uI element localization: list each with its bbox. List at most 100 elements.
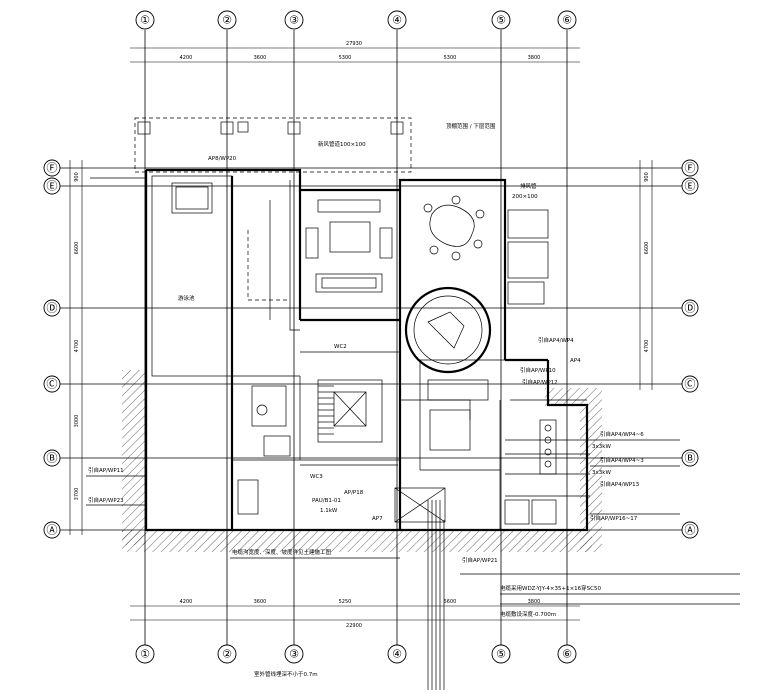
- dim-left-seg: 3000: [74, 415, 80, 428]
- svg-text:Ⓑ: Ⓑ: [47, 452, 58, 465]
- svg-text:②: ②: [222, 648, 232, 661]
- cable-route: [427, 500, 445, 690]
- svg-text:⑥: ⑥: [562, 14, 572, 27]
- column-markers: [137, 121, 404, 135]
- note-top-area: 顶棚范围 / 下层范围: [446, 122, 496, 130]
- svg-text:Ⓐ: Ⓐ: [47, 524, 58, 537]
- dim-left-seg: 900: [74, 172, 80, 182]
- interior-partitions: [230, 176, 587, 530]
- grid-bubble-right-E: Ⓔ: [681, 177, 699, 195]
- dim-right-seg: 6600: [644, 242, 650, 255]
- dim-bottom-seg: 5600: [444, 599, 457, 605]
- svg-text:Ⓓ: Ⓓ: [47, 302, 58, 315]
- note-bottom: 电缆沟宽度、深度、坡度详见土建施工图: [232, 548, 332, 556]
- svg-text:Ⓒ: Ⓒ: [47, 378, 58, 391]
- living-furniture: [305, 199, 393, 293]
- note-exhaust-top: 新风管道100×100: [318, 140, 366, 148]
- grid-bubble-left-A: Ⓐ: [43, 521, 61, 539]
- bottom-dimensions: 4200 3600 5250 5600 3800 22900: [130, 599, 580, 629]
- top-dimensions: 27930 4200 3600 5300 5300 3800: [130, 41, 580, 63]
- dim-bottom-seg: 3600: [254, 599, 267, 605]
- svg-text:⑤: ⑤: [496, 648, 506, 661]
- note-ap-label: AP4: [570, 358, 581, 364]
- note-ap-wp16: 引自AP/WP16~17: [590, 514, 638, 522]
- note-duct-200: 200×100: [512, 194, 538, 200]
- dim-top-total: 27930: [346, 41, 362, 47]
- dim-top-seg: 3600: [254, 55, 267, 61]
- dim-top-seg: 5300: [444, 55, 457, 61]
- left-grid-bubbles: Ⓕ Ⓔ Ⓓ Ⓒ Ⓑ Ⓐ: [43, 159, 61, 539]
- svg-text:②: ②: [222, 14, 232, 27]
- svg-text:③: ③: [289, 648, 299, 661]
- pool-inner: [171, 182, 213, 214]
- dim-top-seg: 4200: [180, 55, 193, 61]
- dining-area: [423, 195, 485, 261]
- grid-bubble-left-C: Ⓒ: [43, 375, 61, 393]
- stair-core: [317, 379, 383, 443]
- equipment-boxes: [394, 379, 557, 525]
- note-wc-tag: WC2: [334, 344, 347, 350]
- grid-bubble-top-4: ④: [387, 10, 407, 30]
- top-grid-bubbles: ① ② ③ ④ ⑤ ⑥: [135, 10, 577, 30]
- vertical-grid-lines: [144, 30, 568, 645]
- wiring-runs: [247, 180, 590, 497]
- grid-bubble-top-1: ①: [135, 10, 155, 30]
- dim-top-seg: 3800: [528, 55, 541, 61]
- dim-left-seg: 6600: [74, 242, 80, 255]
- svg-text:④: ④: [392, 648, 402, 661]
- note-ap4-wp4-6: 引自AP4/WP4~6: [600, 430, 644, 438]
- grid-bubble-left-E: Ⓔ: [43, 177, 61, 195]
- note-line-2: 电缆敷设深度-0.700m: [500, 610, 556, 618]
- grid-bubble-top-2: ②: [217, 10, 237, 30]
- svg-text:Ⓕ: Ⓕ: [685, 162, 696, 175]
- grid-bubble-top-3: ③: [284, 10, 304, 30]
- pool-room: [151, 175, 233, 377]
- dim-bottom-seg: 5250: [339, 599, 352, 605]
- note-ap-p21: 引自AP/WP21: [462, 556, 498, 564]
- annotations: 顶棚范围 / 下层范围 新风管道100×100 AP8/WP20 200×100…: [88, 122, 644, 678]
- svg-text:⑥: ⑥: [562, 648, 572, 661]
- note-ap-wp23: 引自AP/WP23: [88, 496, 124, 504]
- svg-text:①: ①: [140, 648, 150, 661]
- note-bottom-2: 室外管线埋深不小于0.7m: [254, 670, 318, 678]
- svg-text:③: ③: [289, 14, 299, 27]
- grid-bubble-right-D: Ⓓ: [681, 299, 699, 317]
- note-ap-p18: AP/P18: [344, 490, 364, 496]
- grid-bubble-top-5: ⑤: [491, 10, 511, 30]
- note-room-left-tag: AP8/WP20: [208, 156, 237, 162]
- svg-text:Ⓐ: Ⓐ: [685, 524, 696, 537]
- dim-bottom-total: 22900: [346, 623, 362, 629]
- svg-text:Ⓑ: Ⓑ: [685, 452, 696, 465]
- grid-bubble-right-B: Ⓑ: [681, 449, 699, 467]
- soil-hatch: [122, 370, 602, 552]
- note-ap4-wp4: 引自AP4/WP4: [538, 336, 574, 344]
- dim-right-seg: 4700: [644, 340, 650, 353]
- grid-bubble-bottom-1: ①: [135, 644, 155, 664]
- grid-bubble-top-6: ⑥: [557, 10, 577, 30]
- svg-text:⑤: ⑤: [496, 14, 506, 27]
- svg-text:Ⓔ: Ⓔ: [47, 180, 58, 193]
- svg-text:Ⓔ: Ⓔ: [685, 180, 696, 193]
- grid-bubble-right-A: Ⓐ: [681, 521, 699, 539]
- round-room: [404, 286, 492, 374]
- note-line-1: 电缆采用WDZ-YJY-4×35+1×16穿SC50: [500, 584, 602, 592]
- grid-bubble-bottom-4: ④: [387, 644, 407, 664]
- note-ap4-wp4-3: 引自AP4/WP4~3: [600, 456, 644, 464]
- note-wc3: WC3: [310, 474, 323, 480]
- svg-text:④: ④: [392, 14, 402, 27]
- dim-left-seg: 4700: [74, 340, 80, 353]
- svg-text:①: ①: [140, 14, 150, 27]
- note-ap7: AP7: [372, 516, 383, 522]
- note-cap-2: 3x3kW: [592, 470, 611, 476]
- dim-left-seg: 3700: [74, 488, 80, 501]
- grid-bubble-right-F: Ⓕ: [681, 159, 699, 177]
- grid-bubble-bottom-2: ②: [217, 644, 237, 664]
- right-grid-bubbles: Ⓕ Ⓔ Ⓓ Ⓒ Ⓑ Ⓐ: [681, 159, 699, 539]
- toilet-room: [237, 385, 291, 515]
- note-cap-1: 3x3kW: [592, 444, 611, 450]
- grid-bubble-bottom-5: ⑤: [491, 644, 511, 664]
- dim-right-seg: 900: [644, 172, 650, 182]
- building-walls: [144, 168, 589, 532]
